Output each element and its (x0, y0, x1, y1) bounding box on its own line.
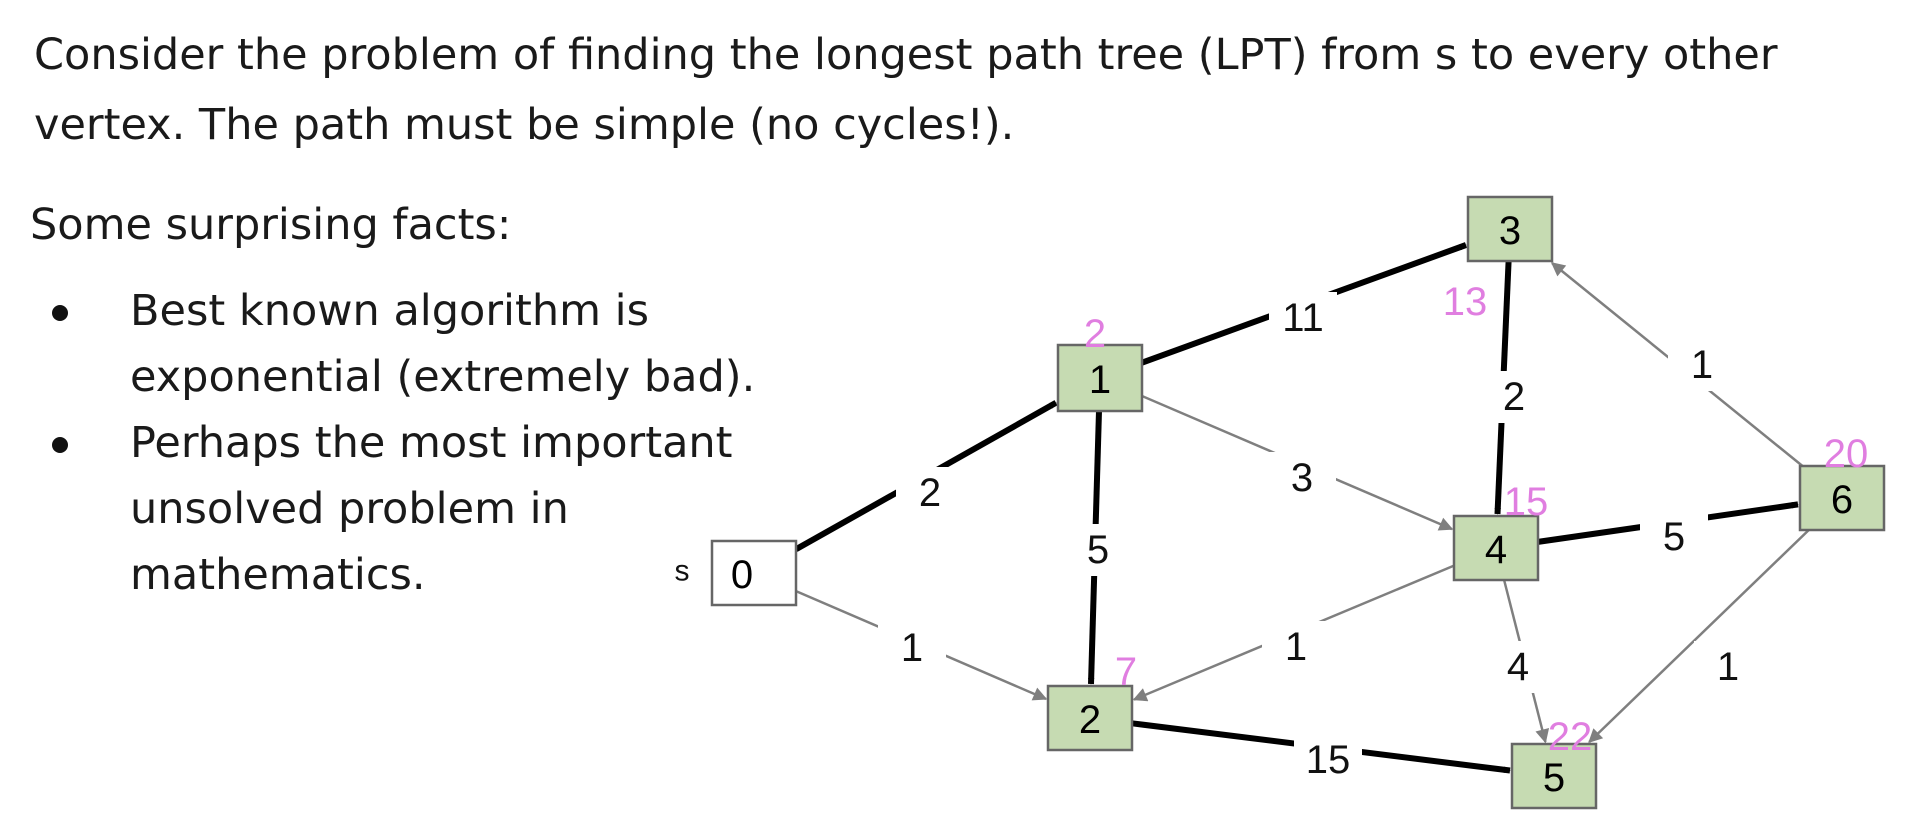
edge-weight-background (1064, 524, 1132, 576)
facts-list: Best known algorithm is exponential (ext… (40, 278, 780, 608)
edge-weight-background (896, 467, 964, 519)
edge-weight-label: 1 (1717, 645, 1739, 689)
vertex-5: 522 (1510, 715, 1598, 810)
edge-weight-label: 5 (1663, 515, 1685, 559)
edge-weight-background (1269, 292, 1337, 344)
vertex-box (710, 539, 798, 607)
fact-text: Best known algorithm is exponential (ext… (130, 286, 756, 402)
vertex-1: 12 (1056, 312, 1144, 413)
edge-1-2: 5 (1064, 410, 1132, 685)
edge-weight-label: 4 (1507, 645, 1529, 689)
edge-1-3: 11 (1140, 242, 1468, 366)
edge-weight-label: 1 (901, 626, 923, 670)
vertex-box (1798, 464, 1886, 532)
edge-weight-label: 1 (1285, 625, 1307, 669)
edge-weight-background (1294, 734, 1362, 786)
vertex-box (1466, 195, 1554, 263)
edge-weight-background (1268, 452, 1336, 504)
edge-1-4: 3 (1141, 394, 1454, 531)
edge-6-5: 1 (1588, 529, 1810, 743)
edge-weight-label: 1 (1691, 343, 1713, 387)
graph-edge-line (1588, 529, 1810, 743)
vertex-6: 620 (1798, 432, 1886, 532)
distance-label: 2 (1084, 312, 1106, 356)
fact-text: Perhaps the most important unsolved prob… (130, 418, 733, 600)
distance-label: 15 (1504, 480, 1549, 524)
edge-weight-background (878, 622, 946, 674)
vertex-4: 415 (1452, 480, 1549, 582)
vertex-box (1510, 742, 1598, 810)
edge-weight-label: 15 (1306, 738, 1351, 782)
edge-weight-background (1262, 621, 1330, 673)
edge-4-6: 5 (1537, 501, 1799, 563)
vertex-box (1056, 343, 1144, 413)
edge-0-2: 1 (795, 589, 1048, 701)
vertex-label: 4 (1485, 528, 1507, 572)
vertex-3: 313 (1443, 195, 1554, 324)
problem-statement: Consider the problem of finding the long… (34, 30, 1778, 150)
distance-label: 20 (1824, 432, 1869, 476)
vertex-0: 0 (710, 539, 798, 607)
vertex-box (1046, 684, 1134, 752)
edge-weight-label: 2 (1503, 375, 1525, 419)
vertex-label: 5 (1543, 756, 1565, 800)
vertex-2: 27 (1046, 650, 1137, 752)
vertex-label: 2 (1079, 698, 1101, 742)
vertex-label: 1 (1089, 358, 1111, 402)
vertex-label: 3 (1499, 209, 1521, 253)
edge-weight-label: 5 (1087, 528, 1109, 572)
edge-weight-background (1694, 641, 1762, 693)
edge-4-2: 1 (1132, 564, 1455, 702)
edge-3-4: 2 (1480, 260, 1548, 515)
edge-weight-background (1484, 641, 1552, 693)
edge-weight-background (1668, 339, 1736, 391)
distance-label: 13 (1443, 280, 1488, 324)
edge-weight-background (1480, 371, 1548, 423)
bullet-icon (52, 437, 68, 453)
distance-label: 7 (1115, 650, 1137, 694)
edge-6-3: 1 (1550, 262, 1804, 467)
edge-weight-background (1640, 511, 1708, 563)
fact-item: Perhaps the most important unsolved prob… (40, 410, 780, 608)
fact-item: Best known algorithm is exponential (ext… (40, 278, 780, 410)
source-label: s (675, 555, 690, 588)
edge-weight-label: 2 (919, 471, 941, 515)
vertex-box (1452, 514, 1540, 582)
edge-2-5: 15 (1131, 720, 1511, 786)
vertex-label: 6 (1831, 478, 1853, 522)
distance-label: 22 (1548, 715, 1593, 759)
edge-0-1: 2 (794, 400, 1058, 552)
bullet-icon (52, 305, 68, 321)
vertex-label: 0 (731, 553, 753, 597)
facts-heading: Some surprising facts: (30, 200, 512, 250)
edge-4-5: 4 (1484, 579, 1552, 744)
edge-weight-label: 3 (1291, 456, 1313, 500)
edge-weight-label: 11 (1282, 296, 1324, 340)
